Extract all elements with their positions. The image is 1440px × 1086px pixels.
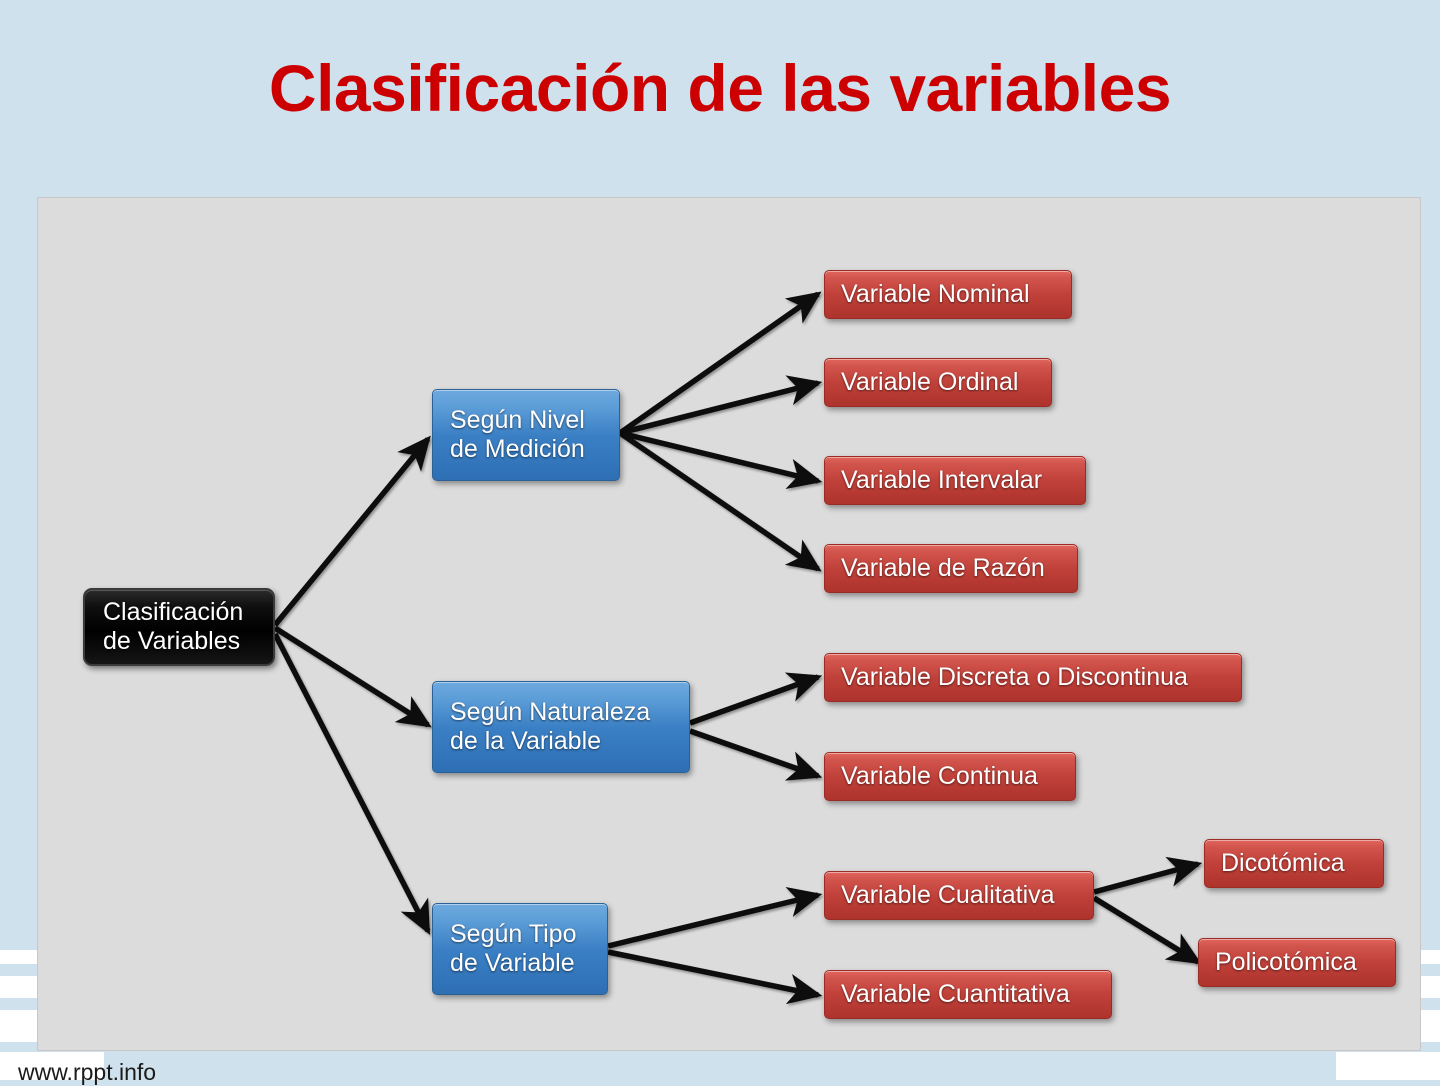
node-label: Policotómica xyxy=(1215,947,1357,976)
node-label: Variable Cuantitativa xyxy=(841,979,1070,1008)
node-label: Variable Ordinal xyxy=(841,367,1019,396)
node-root[interactable]: Clasificación de Variables xyxy=(83,588,275,666)
node-segun-naturaleza-de-la-variable[interactable]: Según Naturaleza de la Variable xyxy=(432,681,690,773)
node-variable-discreta-o-discontinua[interactable]: Variable Discreta o Discontinua xyxy=(824,653,1242,702)
node-label: Según Nivel de Medición xyxy=(450,405,585,464)
node-root-label: Clasificación de Variables xyxy=(103,597,244,656)
node-label: Variable Discreta o Discontinua xyxy=(841,662,1188,691)
node-variable-cualitativa[interactable]: Variable Cualitativa xyxy=(824,871,1094,920)
footer-url: www.rppt.info xyxy=(18,1059,157,1085)
diagram-edges xyxy=(272,291,1203,1005)
node-variable-de-razon[interactable]: Variable de Razón xyxy=(824,544,1078,593)
page-title: Clasificación de las variables xyxy=(268,51,1172,125)
node-variable-cuantitativa[interactable]: Variable Cuantitativa xyxy=(824,970,1112,1019)
node-variable-intervalar[interactable]: Variable Intervalar xyxy=(824,456,1086,505)
node-variable-continua[interactable]: Variable Continua xyxy=(824,752,1076,801)
node-dicotomica[interactable]: Dicotómica xyxy=(1204,839,1384,888)
node-segun-tipo-de-variable[interactable]: Según Tipo de Variable xyxy=(432,903,608,995)
node-variable-nominal[interactable]: Variable Nominal xyxy=(824,270,1072,319)
node-label: Variable de Razón xyxy=(841,553,1045,582)
node-label: Variable Continua xyxy=(841,761,1038,790)
node-segun-nivel-de-medicion[interactable]: Según Nivel de Medición xyxy=(432,389,620,481)
node-label: Según Naturaleza de la Variable xyxy=(450,697,651,756)
node-label: Variable Intervalar xyxy=(841,465,1043,494)
node-variable-ordinal[interactable]: Variable Ordinal xyxy=(824,358,1052,407)
node-label: Variable Nominal xyxy=(841,279,1030,308)
node-label: Dicotómica xyxy=(1221,848,1345,877)
node-label: Variable Cualitativa xyxy=(841,880,1055,909)
node-policotomica[interactable]: Policotómica xyxy=(1198,938,1396,987)
node-label: Según Tipo de Variable xyxy=(450,919,577,978)
diagram-canvas: Clasificación de Variables Según Nivel d… xyxy=(38,198,1420,1050)
